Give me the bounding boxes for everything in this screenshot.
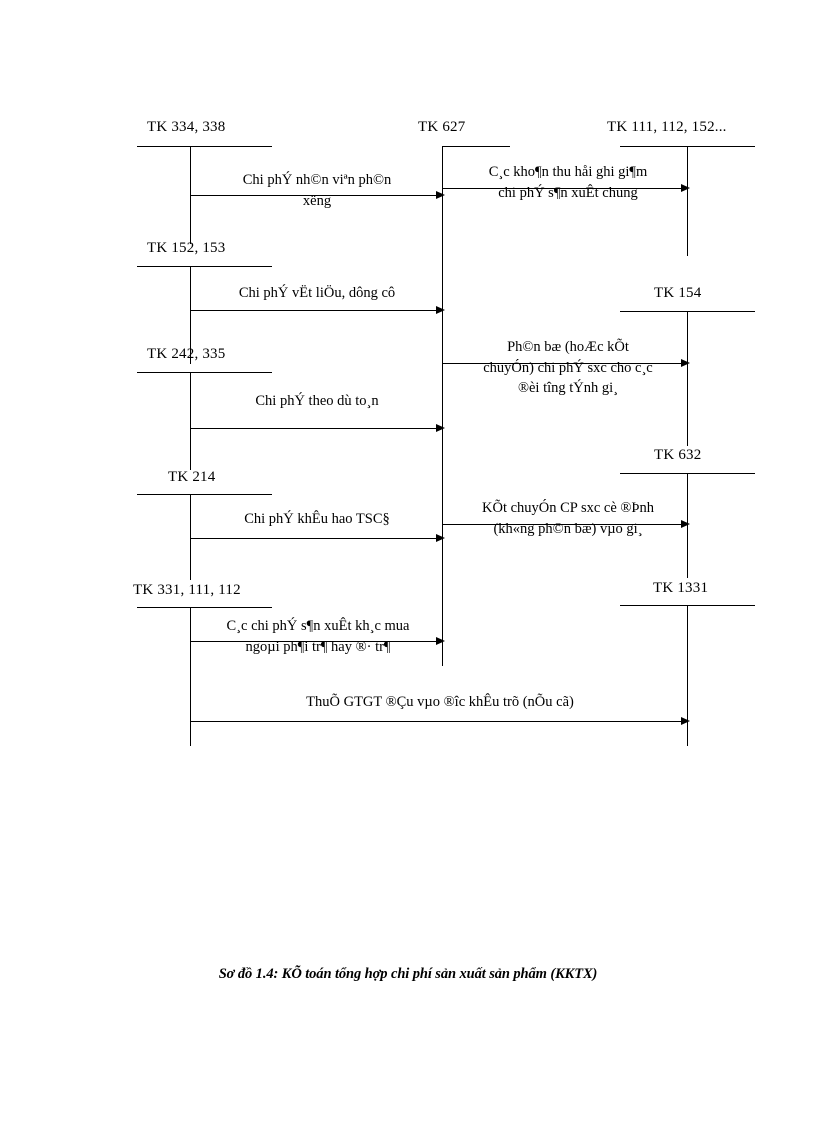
flow-line-1: C¸c chi phÝ s¶n xuÊt kh¸c mua <box>226 618 410 634</box>
account-stem-tk152-153 <box>190 266 191 364</box>
arrow-head-ket-chuyen <box>681 519 690 528</box>
arrow-head-mua-ngoai <box>436 636 445 645</box>
account-bar-tk152-153 <box>137 266 272 267</box>
account-label-tk334-338: TK 334, 338 <box>147 119 226 135</box>
flow-line-2: ngoµi ph¶i tr¶ hay ®· tr¶ <box>245 638 391 655</box>
flow-line-2: chi phÝ s¶n xuÊt chung <box>498 184 638 201</box>
arrow-head-khau-hao <box>436 533 445 542</box>
account-stem-tk242-335 <box>190 372 191 470</box>
account-label-tk627: TK 627 <box>418 119 466 135</box>
flow-label-mua-ngoai: C¸c chi phÝ s¶n xuÊt kh¸c mua ngoµi ph¶i… <box>192 616 444 657</box>
arrow-thue-gtgt-to-tk1331 <box>190 721 687 722</box>
account-bar-tk242-335 <box>137 372 272 373</box>
account-label-tk152-153: TK 152, 153 <box>147 240 226 256</box>
arrow-head-nhan-vien <box>436 190 445 199</box>
figure-caption: Sơ đồ 1.4: KÕ toán tổng hợp chi phí sản … <box>218 966 598 982</box>
account-bar-tk334-338 <box>137 146 272 147</box>
flow-label-vat-lieu: Chi phÝ vËt liÖu, dông cô <box>192 283 442 304</box>
account-label-tk632: TK 632 <box>654 447 702 463</box>
account-label-tk331-111-112: TK 331, 111, 112 <box>133 582 241 598</box>
account-stem-tk627 <box>442 146 443 666</box>
account-bar-tk331-111-112 <box>137 607 272 608</box>
account-label-tk1331: TK 1331 <box>653 580 709 596</box>
arrow-ket-chuyen-to-tk632 <box>443 524 687 525</box>
flow-line-1: Chi phÝ khÊu hao TSC§ <box>244 511 390 527</box>
account-stem-tk331-111-112 <box>190 607 191 746</box>
arrow-du-toan-to-tk627 <box>190 428 442 429</box>
account-bar-tk627 <box>442 146 510 147</box>
flow-label-khau-hao: Chi phÝ khÊu hao TSC§ <box>192 509 442 530</box>
flow-label-thue-gtgt: ThuÕ GTGT ®Çu vµo ®îc khÊu trõ (nÕu cã) <box>190 692 690 713</box>
arrow-head-du-toan <box>436 423 445 432</box>
flow-line-1: ThuÕ GTGT ®Çu vµo ®îc khÊu trõ (nÕu cã) <box>306 694 574 710</box>
flow-line-1: Chi phÝ vËt liÖu, dông cô <box>238 285 396 301</box>
flow-label-nhan-vien: Chi phÝ nh©n viªn ph©n xëng <box>192 170 442 211</box>
account-label-tk242-335: TK 242, 335 <box>147 346 226 362</box>
flow-line-1: C¸c kho¶n thu håi ghi gi¶m <box>488 164 648 180</box>
flow-line-1: Ph©n bæ (hoÆc kÕt <box>507 339 629 355</box>
flow-label-du-toan: Chi phÝ theo dù to¸n <box>192 391 442 412</box>
account-stem-tk111-112-152 <box>687 146 688 256</box>
arrow-head-vat-lieu <box>436 305 445 314</box>
account-label-tk111-112-152: TK 111, 112, 152... <box>607 119 727 135</box>
account-stem-tk1331 <box>687 605 688 746</box>
arrow-head-thue-gtgt <box>681 716 690 725</box>
account-stem-tk632 <box>687 473 688 578</box>
arrow-head-phan-bo <box>681 358 690 367</box>
flow-line-2: chuyÓn) chi phÝ sxc cho c¸c <box>483 359 653 376</box>
flow-line-2: xëng <box>302 192 332 209</box>
arrow-vat-lieu-to-tk627 <box>190 310 442 311</box>
account-bar-tk214 <box>137 494 272 495</box>
account-stem-tk214 <box>190 494 191 580</box>
flow-line-3: ®èi tîng tÝnh gi¸ <box>517 380 619 397</box>
flow-label-phan-bo: Ph©n bæ (hoÆc kÕt chuyÓn) chi phÝ sxc ch… <box>443 337 693 399</box>
arrow-phan-bo-to-tk154 <box>443 363 687 364</box>
arrow-thu-hoi-to-tk111 <box>443 188 687 189</box>
flow-line-1: Chi phÝ theo dù to¸n <box>255 393 379 409</box>
arrow-head-thu-hoi <box>681 183 690 192</box>
flow-line-1: KÕt chuyÓn CP sxc cè ®Þnh <box>482 500 654 516</box>
arrow-nhan-vien-to-tk627 <box>190 195 442 196</box>
arrow-mua-ngoai-to-tk627 <box>190 641 442 642</box>
flow-line-2: (kh«ng ph©n bæ) vµo gi¸ <box>493 520 643 537</box>
account-label-tk214: TK 214 <box>168 469 216 485</box>
arrow-khau-hao-to-tk627 <box>190 538 442 539</box>
account-stem-tk154 <box>687 311 688 446</box>
account-label-tk154: TK 154 <box>654 285 702 301</box>
flow-label-ket-chuyen: KÕt chuyÓn CP sxc cè ®Þnh (kh«ng ph©n bæ… <box>443 498 693 539</box>
flow-label-thu-hoi: C¸c kho¶n thu håi ghi gi¶m chi phÝ s¶n x… <box>448 162 688 203</box>
flow-line-1: Chi phÝ nh©n viªn ph©n <box>242 172 392 188</box>
